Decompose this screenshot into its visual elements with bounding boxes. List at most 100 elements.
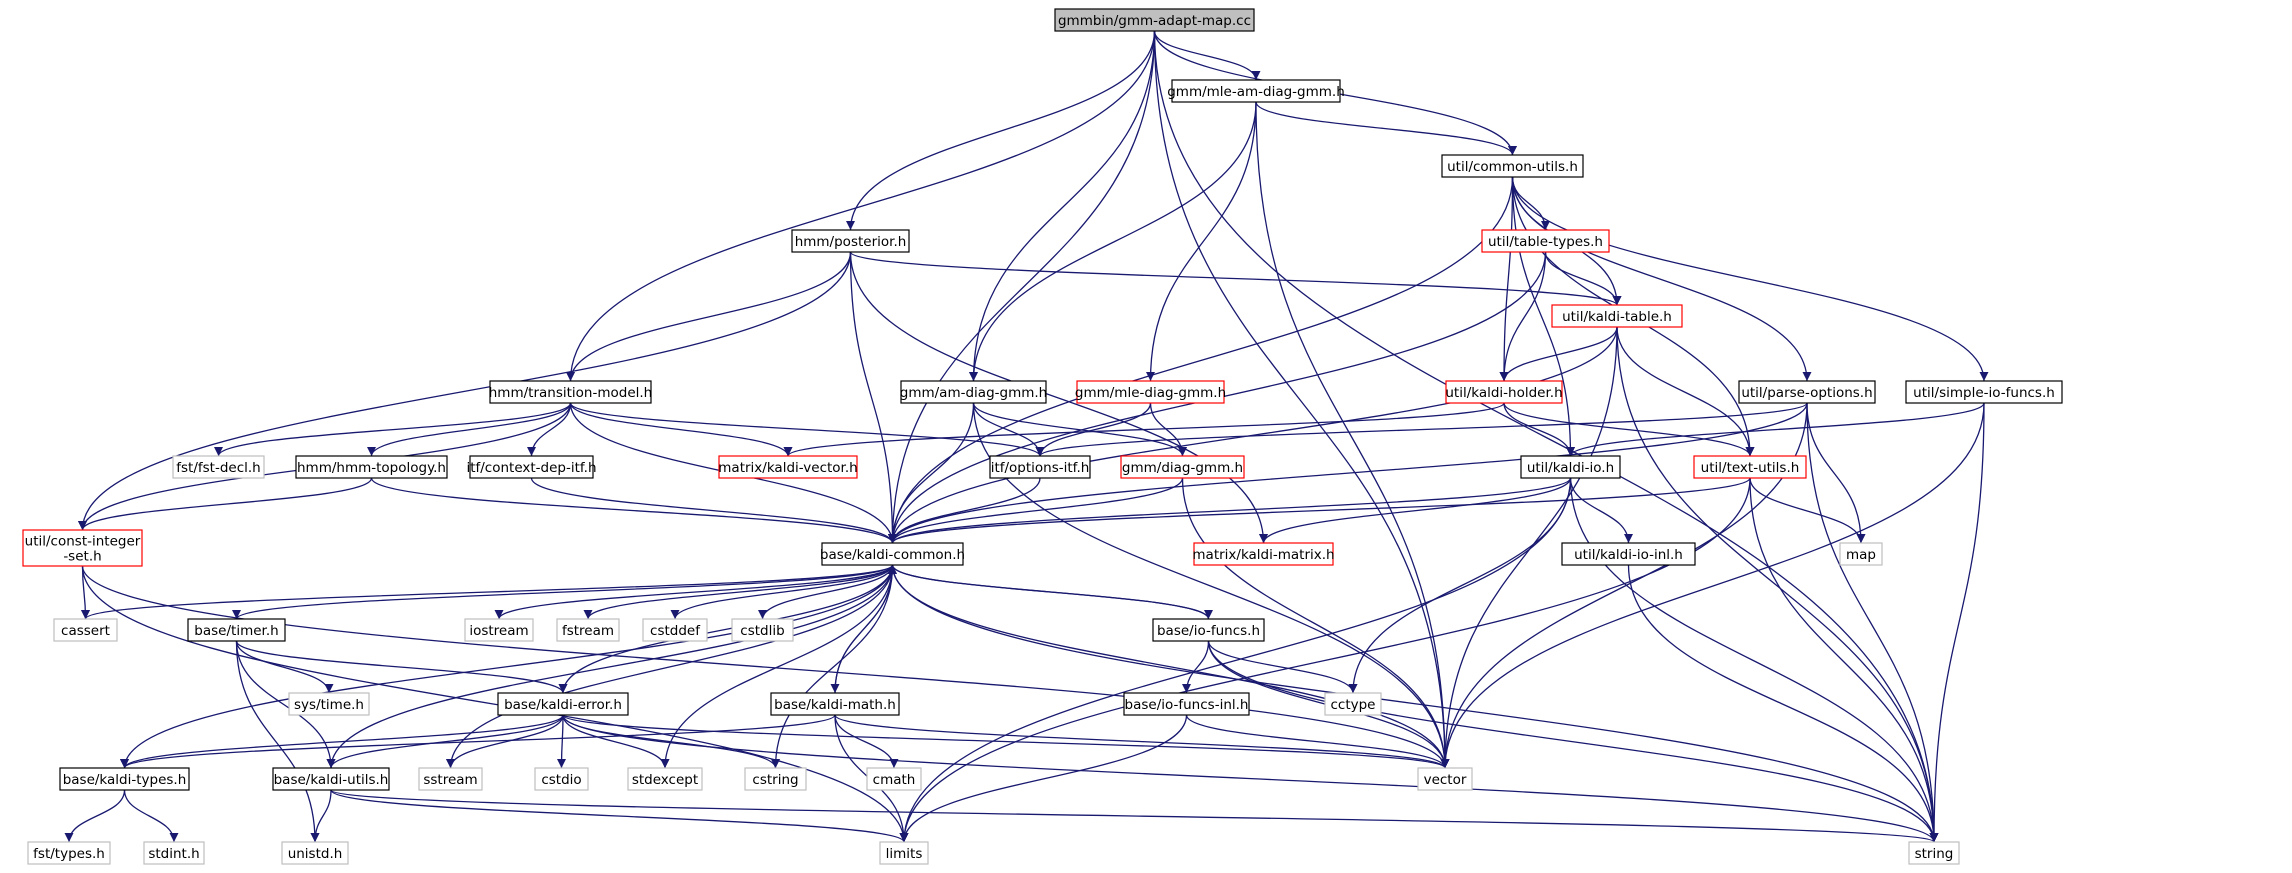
node-label: cstdio — [541, 772, 581, 788]
node-box — [1193, 542, 1334, 566]
node-box — [1123, 692, 1250, 716]
node-box — [1417, 767, 1473, 791]
node-ktypes[interactable]: base/kaldi-types.h — [59, 767, 190, 791]
edge-posterior-to-kmatrix — [849, 251, 1269, 544]
node-amdiag[interactable]: gmm/am-diag-gmm.h — [900, 380, 1047, 404]
node-box — [187, 618, 286, 642]
node-label: gmmbin/gmm-adapt-map.cc — [1058, 13, 1251, 29]
edge-mleam-to-mlediag — [1145, 101, 1257, 382]
node-label: util/kaldi-io.h — [1527, 460, 1614, 476]
node-box — [1171, 79, 1341, 103]
edge-optitf-to-kcommon — [887, 477, 1041, 544]
node-label: gmm/mle-am-diag-gmm.h — [1167, 84, 1345, 100]
node-kmath[interactable]: base/kaldi-math.h — [770, 692, 900, 716]
node-holder[interactable]: util/kaldi-holder.h — [1445, 380, 1563, 404]
node-label: util/parse-options.h — [1741, 385, 1872, 401]
edge-kcommon-to-cstdlib — [757, 564, 894, 620]
file-nodes: gmmbin/gmm-adapt-map.cc gmm/mle-am-diag-g… — [22, 8, 2063, 865]
node-kerror[interactable]: base/kaldi-error.h — [497, 692, 629, 716]
node-box — [1481, 229, 1610, 253]
edge-common-to-holder — [1499, 176, 1514, 382]
edge-root-to-string — [1153, 30, 1939, 843]
node-ctxdep[interactable]: itf/context-dep-itf.h — [466, 455, 597, 479]
node-box — [821, 542, 964, 566]
node-common[interactable]: util/common-utils.h — [1441, 154, 1584, 178]
edge-textutils-to-string — [1749, 477, 1939, 843]
edge-transmodel-to-fstdecl — [214, 402, 572, 457]
node-box — [1738, 380, 1876, 404]
edge-kaldiio-to-string — [1569, 477, 1939, 843]
edge-timer-to-unistd — [235, 640, 320, 843]
node-cstdlib: cstdlib — [731, 618, 794, 642]
node-timer[interactable]: base/timer.h — [187, 618, 286, 642]
node-sstream: sstream — [418, 767, 483, 791]
node-iofuncsinl[interactable]: base/io-funcs-inl.h — [1123, 692, 1250, 716]
node-kaldiio[interactable]: util/kaldi-io.h — [1520, 455, 1621, 479]
node-label: util/const-integer — [25, 534, 141, 550]
edge-transmodel-to-optitf — [569, 402, 1045, 457]
node-kutils[interactable]: base/kaldi-utils.h — [272, 767, 390, 791]
edge-posterior-to-kalditable — [849, 251, 1622, 306]
edge-iofuncsinl-to-vector — [1185, 714, 1450, 769]
node-label: gmm/diag-gmm.h — [1122, 460, 1243, 476]
node-map: map — [1839, 542, 1883, 566]
node-constint[interactable]: util/const-integer-set.h — [22, 529, 143, 567]
node-label: iostream — [469, 623, 528, 639]
node-box — [1120, 455, 1245, 479]
node-optitf[interactable]: itf/options-itf.h — [989, 455, 1091, 479]
node-box — [1441, 154, 1584, 178]
edge-iofuncs-to-kcommon — [888, 564, 1210, 620]
node-label: cassert — [61, 623, 110, 639]
node-label: base/kaldi-math.h — [774, 697, 896, 713]
edge-iofuncs-to-string — [1207, 640, 1939, 843]
node-root[interactable]: gmmbin/gmm-adapt-map.cc — [1054, 8, 1255, 32]
node-diaggmm[interactable]: gmm/diag-gmm.h — [1120, 455, 1245, 479]
node-label: stdexcept — [632, 772, 698, 788]
node-parseopt[interactable]: util/parse-options.h — [1738, 380, 1876, 404]
edge-kioinl-to-string — [1627, 564, 1939, 843]
edge-simpleio-to-kaldiio — [1566, 402, 1985, 457]
node-label: util/table-types.h — [1488, 234, 1603, 250]
edge-diaggmm-to-vector — [1181, 477, 1450, 769]
node-box — [744, 767, 807, 791]
node-label: stdint.h — [148, 846, 199, 862]
node-textutils[interactable]: util/text-utils.h — [1693, 455, 1807, 479]
edge-kcommon-to-cstddef — [670, 564, 894, 620]
node-box — [534, 767, 589, 791]
node-mleam[interactable]: gmm/mle-am-diag-gmm.h — [1167, 79, 1345, 103]
edge-kcommon-to-kerror — [558, 564, 894, 694]
node-label: sstream — [423, 772, 477, 788]
edge-posterior-to-constint — [78, 251, 852, 531]
node-limits: limits — [879, 841, 929, 865]
edge-posterior-to-kcommon — [849, 251, 898, 544]
node-iofuncs[interactable]: base/io-funcs.h — [1152, 618, 1265, 642]
node-kcommon[interactable]: base/kaldi-common.h — [820, 542, 965, 566]
dependency-edges — [64, 30, 1989, 843]
node-label: cstddef — [650, 623, 701, 639]
node-box — [627, 767, 703, 791]
node-box — [281, 841, 349, 865]
node-label: cstdlib — [740, 623, 784, 639]
node-hmmtopo[interactable]: hmm/hmm-topology.h — [295, 455, 448, 479]
edge-kerror-to-cstdio — [556, 714, 567, 769]
node-kalditable[interactable]: util/kaldi-table.h — [1551, 304, 1683, 328]
node-posterior[interactable]: hmm/posterior.h — [791, 229, 910, 253]
edge-ktypes-to-stdint — [123, 789, 179, 843]
node-label: base/timer.h — [194, 623, 278, 639]
node-tabletypes[interactable]: util/table-types.h — [1481, 229, 1610, 253]
node-label: matrix/kaldi-vector.h — [718, 460, 857, 476]
node-transmodel[interactable]: hmm/transition-model.h — [489, 380, 652, 404]
node-mlediag[interactable]: gmm/mle-diag-gmm.h — [1075, 380, 1226, 404]
edge-kerror-to-vector — [562, 714, 1450, 769]
edge-kcommon-to-kutils — [326, 564, 894, 769]
node-simpleio[interactable]: util/simple-io-funcs.h — [1905, 380, 2063, 404]
edge-timer-to-systime — [235, 640, 334, 694]
edge-posterior-to-transmodel — [565, 251, 852, 382]
node-kvector[interactable]: matrix/kaldi-vector.h — [718, 455, 858, 479]
edge-textutils-to-limits — [899, 477, 1751, 843]
node-kmatrix[interactable]: matrix/kaldi-matrix.h — [1192, 542, 1335, 566]
edge-iofuncs-to-iofuncsinl — [1181, 640, 1210, 694]
edge-kalditable-to-string — [1616, 326, 1939, 843]
edge-root-to-transmodel — [565, 30, 1156, 382]
node-kioinl[interactable]: util/kaldi-io-inl.h — [1561, 542, 1696, 566]
